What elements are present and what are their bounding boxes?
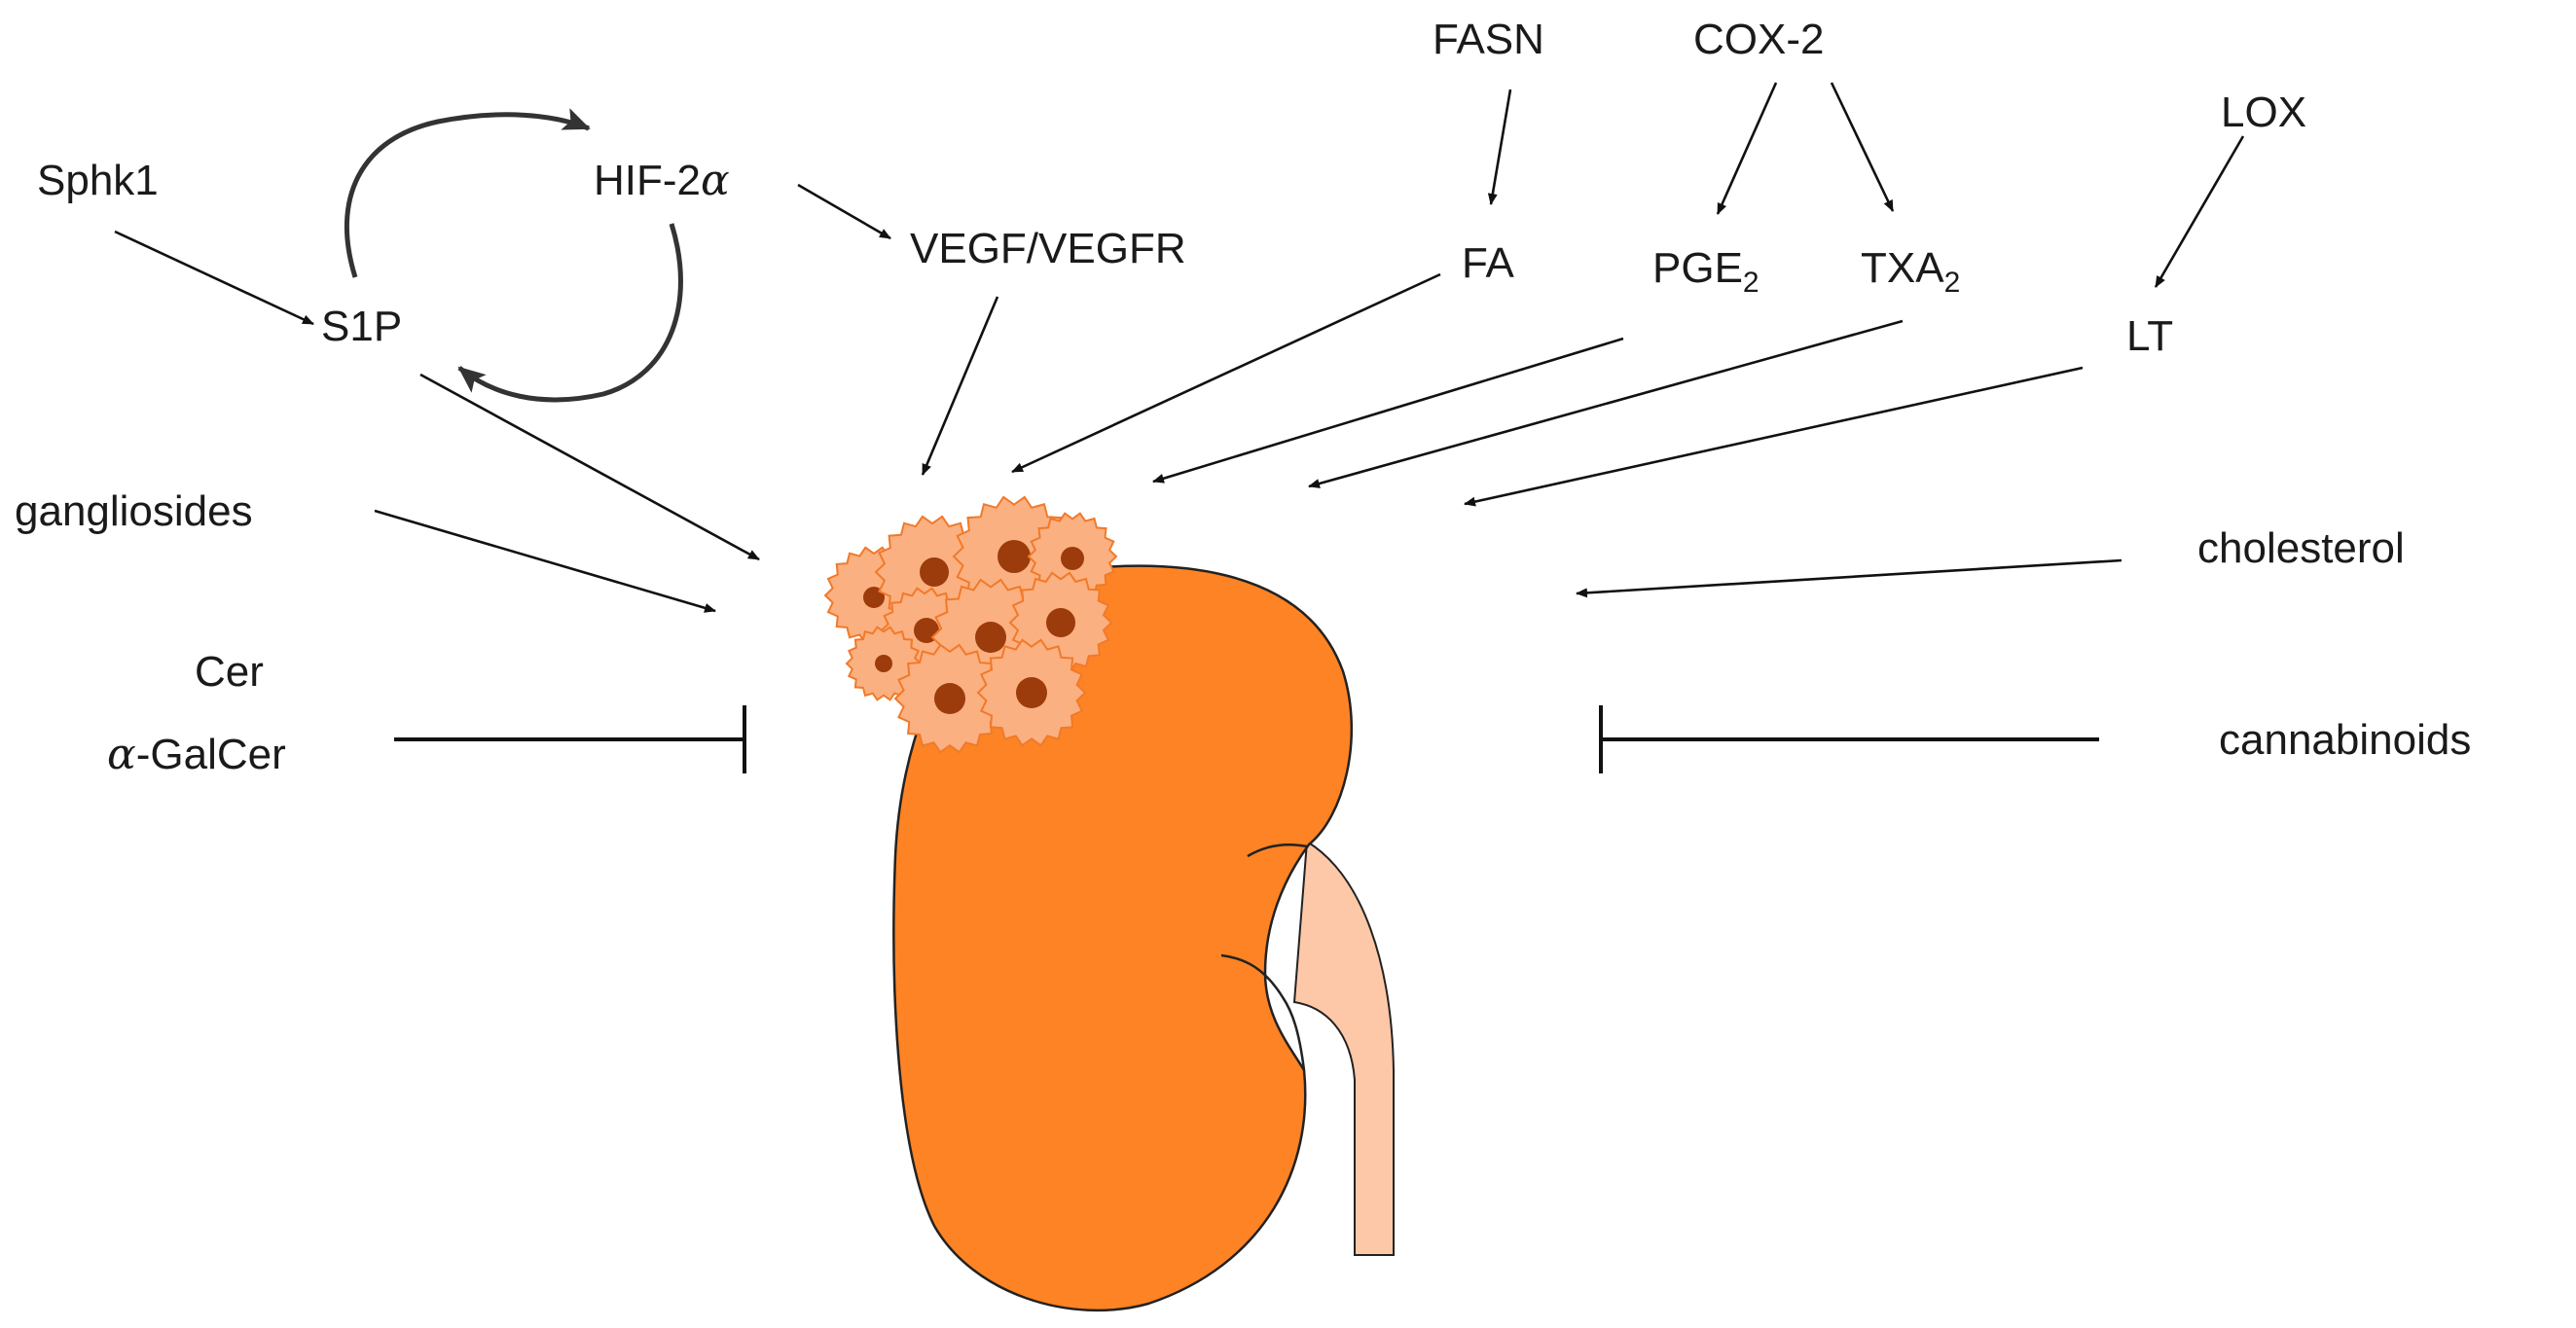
- label-txa2: TXA2: [1861, 244, 1960, 299]
- label-alpha-galcer: α-GalCer: [107, 730, 286, 779]
- ureter: [1292, 840, 1395, 1256]
- tumor-cell-nucleus: [934, 683, 965, 714]
- label-txa2-sub: 2: [1944, 267, 1961, 299]
- label-gangliosides: gangliosides: [15, 487, 253, 535]
- label-cannabinoids: cannabinoids: [2219, 716, 2471, 764]
- label-fa: FA: [1462, 239, 1514, 287]
- arrow-lox-to-lt: [2154, 135, 2245, 288]
- tumor-cell: [976, 638, 1087, 747]
- hilum-fold-lower: [1220, 953, 1306, 1071]
- label-cholesterol: cholesterol: [2197, 524, 2405, 572]
- label-cer: Cer: [195, 648, 264, 696]
- tumor-cell-nucleus: [875, 655, 892, 672]
- kidney: [892, 564, 1395, 1312]
- label-galcer-rest: -GalCer: [136, 731, 286, 778]
- cycle-arrow-s1p-to-hif: [344, 108, 591, 278]
- label-lox: LOX: [2221, 89, 2306, 136]
- arrow-vegf-to-tumor: [921, 296, 999, 476]
- arrow-pge-to-tumor: [1152, 337, 1624, 484]
- tumor-cell-nucleus: [920, 557, 949, 587]
- tumor-cell-nucleus: [1061, 547, 1084, 570]
- arrow-lt-to-tumor: [1464, 366, 2084, 507]
- label-txa2-main: TXA: [1861, 244, 1944, 292]
- arrow-hif-to-vegf: [797, 183, 891, 240]
- tumor-cell-nucleus: [1046, 608, 1075, 637]
- label-pge2-sub: 2: [1743, 267, 1760, 299]
- tumor-cell-nucleus: [1016, 677, 1047, 708]
- label-pge2-main: PGE: [1652, 244, 1743, 292]
- label-s1p: S1P: [321, 303, 402, 350]
- cycle-arrow-hif-to-s1p: [457, 223, 683, 403]
- hilum-fold-upper: [1247, 843, 1308, 858]
- inhibition-cannabinoids: [1599, 705, 2099, 773]
- label-galcer-alpha: α: [107, 730, 136, 779]
- kidney-body: [892, 564, 1354, 1312]
- arrow-fasn-to-fa: [1487, 89, 1512, 205]
- label-pge2: PGE2: [1652, 244, 1760, 299]
- label-vegf-vegfr: VEGF/VEGFR: [910, 225, 1186, 272]
- arrow-sphk1-to-s1p: [114, 230, 314, 326]
- arrow-s1p-to-tumor: [419, 373, 760, 561]
- arrow-gangliosides-to-tumor: [374, 509, 716, 613]
- label-lt: LT: [2126, 312, 2173, 360]
- label-sphk1: Sphk1: [37, 157, 159, 204]
- tumor-cell-nucleus: [998, 540, 1031, 573]
- inhibition-cer-galcer: [394, 705, 746, 773]
- arrow-fa-to-tumor: [1011, 272, 1441, 474]
- label-hif2a: HIF-2α: [594, 156, 730, 205]
- tumor-cell-nucleus: [975, 622, 1006, 653]
- arrow-txa-to-tumor: [1308, 319, 1904, 488]
- label-hif2a-alpha: α: [701, 156, 730, 205]
- label-fasn: FASN: [1433, 16, 1544, 63]
- label-hif2a-prefix: HIF-2: [594, 157, 701, 204]
- label-cox2: COX-2: [1693, 16, 1824, 63]
- tumor-cell: [893, 643, 1006, 754]
- arrow-cox2-to-txa: [1830, 82, 1895, 212]
- tumor-cell-cluster: [823, 495, 1118, 754]
- arrow-cholesterol-to-tumor: [1576, 558, 2122, 598]
- arrow-cox2-to-pge: [1716, 82, 1778, 215]
